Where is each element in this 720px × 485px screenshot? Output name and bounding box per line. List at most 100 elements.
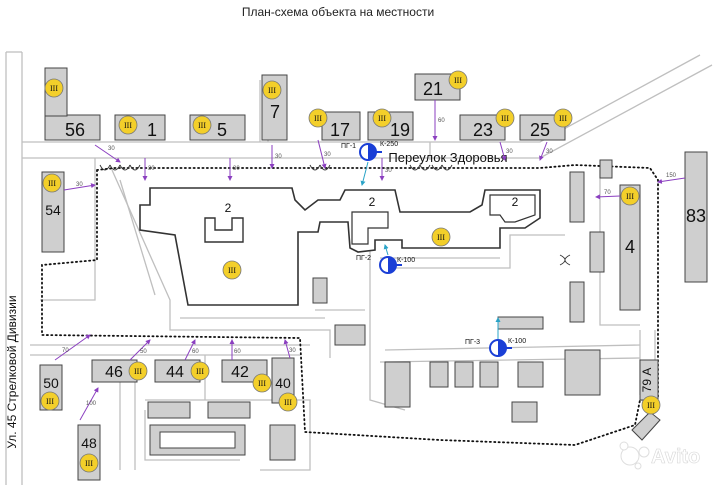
building-number-44: 44 (166, 364, 184, 381)
distance-labels: 30 30 30 30 30 30 60 30 30 30 150 70 70 … (62, 118, 677, 407)
svg-text:III: III (46, 397, 54, 406)
hazard-badges: III III III III III III III III III III … (40, 70, 661, 473)
svg-text:III: III (268, 86, 276, 95)
hydrant-id: ПГ-3 (465, 339, 480, 346)
hazard-badge: III (42, 173, 62, 193)
svg-text:III: III (48, 179, 56, 188)
hazard-badge: III (118, 115, 138, 135)
distance-label: 50 (140, 349, 147, 355)
svg-text:III: III (501, 114, 509, 123)
building-number-56: 56 (65, 120, 85, 140)
building-number-7: 7 (270, 102, 280, 122)
building-number-25: 25 (530, 120, 550, 140)
building-number-40: 40 (275, 375, 291, 391)
svg-text:III: III (50, 84, 58, 93)
building-number-50: 50 (43, 375, 59, 391)
hydrant-pg3: ПГ-3 К-100 (465, 317, 526, 357)
main-building-courtyard (204, 217, 244, 243)
svg-text:III: III (258, 379, 266, 388)
hydrant-id: ПГ-1 (341, 143, 356, 150)
building-number-5: 5 (217, 120, 227, 140)
distance-label: 150 (666, 173, 677, 179)
svg-text:III: III (228, 266, 236, 275)
building-number-1: 1 (147, 120, 157, 140)
gate-arcs (99, 164, 571, 266)
hazard-badge: III (278, 392, 298, 412)
svg-text:III: III (198, 121, 206, 130)
distance-label: 30 (148, 166, 155, 172)
distance-arrows (54, 100, 686, 421)
distance-label: 30 (289, 348, 296, 354)
hazard-badge: III (192, 115, 212, 135)
hazard-badge: III (44, 78, 64, 98)
building-number-54: 54 (45, 202, 61, 218)
main-building-wing-c (489, 194, 536, 223)
hazard-badge: III (128, 361, 148, 381)
building-number-21: 21 (423, 79, 443, 99)
distance-label: 60 (192, 349, 199, 355)
hazard-badge: III (262, 80, 282, 100)
hazard-badge: III (641, 395, 661, 415)
svg-text:III: III (559, 114, 567, 123)
distance-label: 30 (76, 182, 83, 188)
distance-label: 60 (438, 118, 445, 124)
page-title: План-схема объекта на местности (242, 5, 434, 19)
hazard-badge: III (40, 391, 60, 411)
hazard-badge: III (372, 108, 392, 128)
building-number-48: 48 (81, 435, 97, 451)
hydrant-pipe: К-250 (380, 141, 398, 148)
distance-label: 30 (385, 168, 392, 174)
hazard-badge: III (222, 260, 242, 280)
building-number-4: 4 (625, 237, 635, 257)
hazard-badge: III (495, 108, 515, 128)
svg-text:III: III (454, 76, 462, 85)
svg-text:III: III (314, 114, 322, 123)
building-number-46: 46 (105, 364, 123, 381)
main-building-number-b: 2 (369, 195, 376, 209)
hazard-badge: III (79, 453, 99, 473)
hydrant-pipe: К-100 (397, 257, 415, 264)
hazard-badge: III (252, 373, 272, 393)
svg-text:III: III (134, 367, 142, 376)
street-name-avenue: Ул. 45 Стрелковой Дивизии (5, 295, 19, 448)
svg-text:III: III (85, 459, 93, 468)
main-building-wing-b (351, 211, 389, 245)
hazard-badge: III (190, 361, 210, 381)
distance-label: 30 (275, 154, 282, 160)
hydrant-id: ПГ-2 (356, 255, 371, 262)
hydrant-pipe: К-100 (508, 338, 526, 345)
distance-label: 30 (546, 149, 553, 155)
svg-text:III: III (437, 233, 445, 242)
distance-label: 70 (604, 190, 611, 196)
main-building-number-c: 2 (512, 195, 519, 209)
distance-label: 100 (86, 401, 97, 407)
building-number-42: 42 (231, 364, 249, 381)
svg-text:III: III (124, 121, 132, 130)
distance-label: 30 (506, 149, 513, 155)
distance-label: 30 (108, 146, 115, 152)
svg-text:III: III (626, 192, 634, 201)
building-number-23: 23 (473, 120, 493, 140)
buildings (39, 67, 708, 481)
building-number-83: 83 (686, 206, 706, 226)
svg-text:III: III (284, 398, 292, 407)
site-boundary (41, 164, 659, 446)
distance-label: 70 (62, 348, 69, 354)
hydrant-pg1: ПГ-1 К-250 (341, 141, 398, 186)
distance-label: 60 (234, 349, 241, 355)
watermark-logo: Avito (619, 441, 701, 470)
distance-label: 30 (324, 152, 331, 158)
hazard-badge: III (448, 70, 468, 90)
hazard-badge: III (553, 108, 573, 128)
street-name-lane: Переулок Здоровья (388, 150, 507, 165)
svg-text:III: III (647, 401, 655, 410)
hazard-badge: III (431, 227, 451, 247)
main-building-number-a: 2 (225, 201, 232, 215)
svg-text:III: III (196, 367, 204, 376)
hazard-badge: III (308, 108, 328, 128)
building-number-19: 19 (390, 120, 410, 140)
building-number-79a: 79 А (640, 368, 654, 393)
hazard-badge: III (620, 186, 640, 206)
svg-text:III: III (378, 114, 386, 123)
